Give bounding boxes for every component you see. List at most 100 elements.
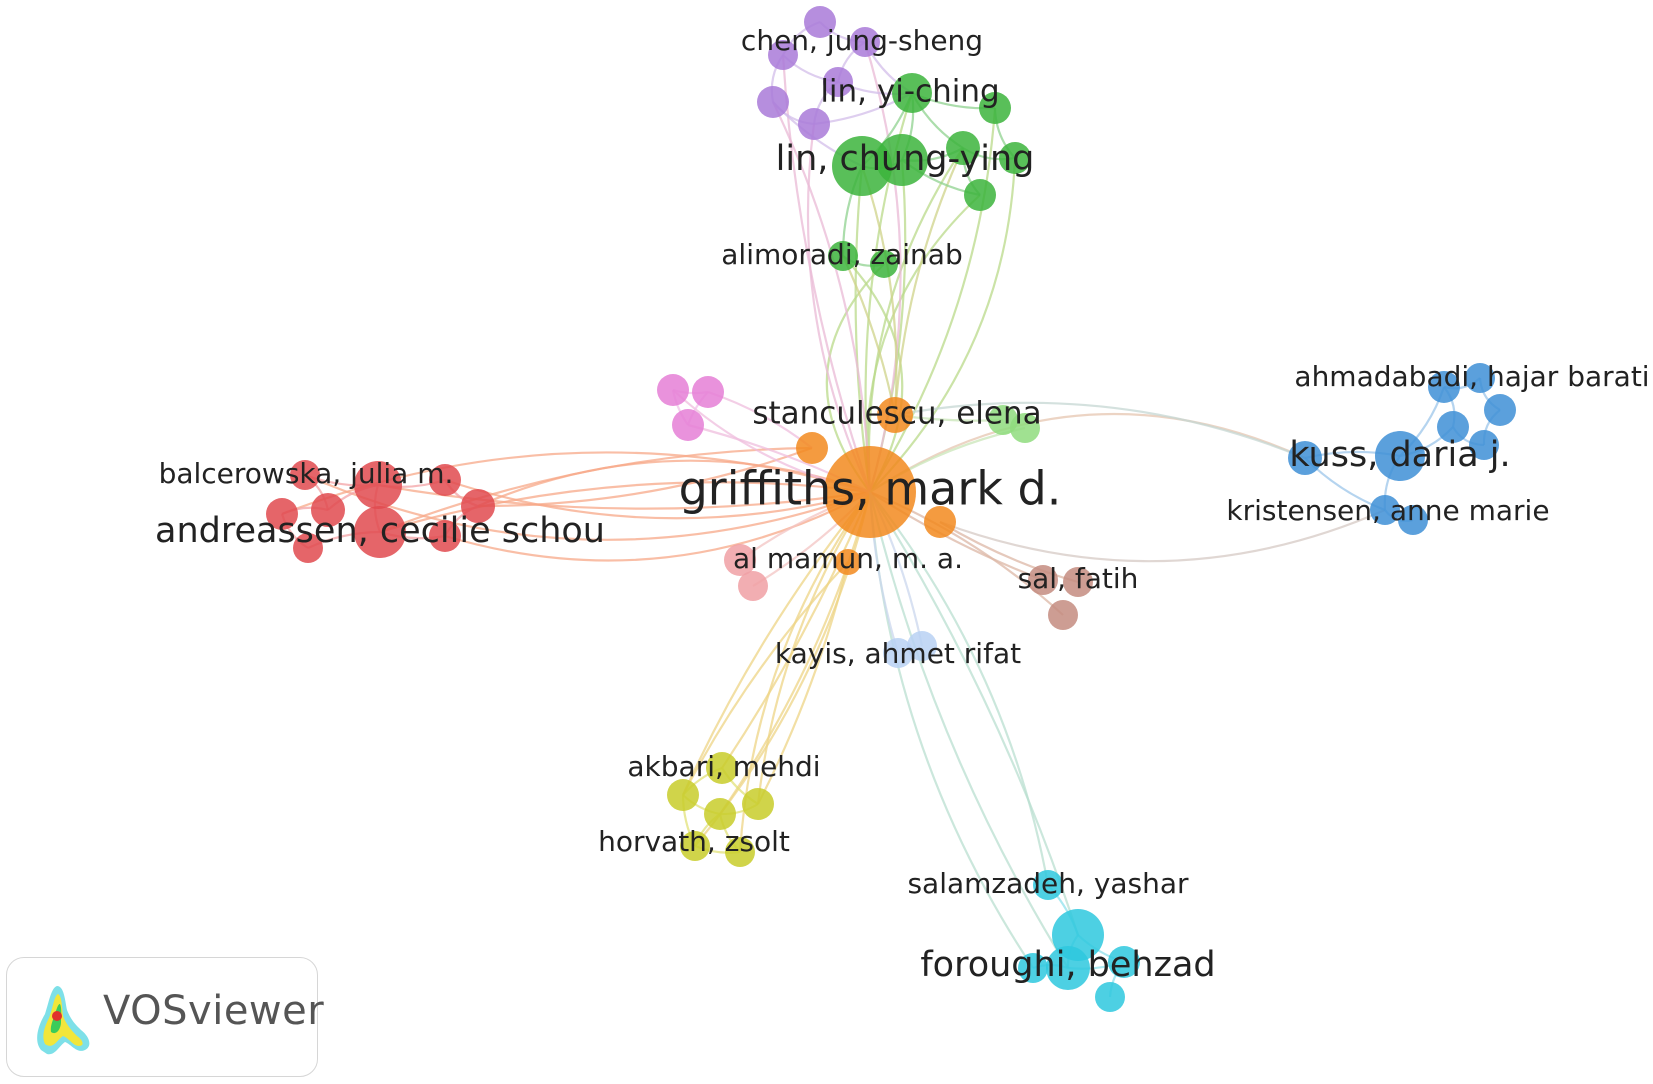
- edge-line: [869, 107, 997, 493]
- edge-line: [379, 481, 871, 534]
- node-purple-p1[interactable]: [804, 6, 836, 38]
- node-yellow-y3[interactable]: [704, 798, 736, 830]
- node-purple-p3[interactable]: [768, 40, 798, 70]
- author-label-foroughi[interactable]: foroughi, behzad: [920, 945, 1215, 985]
- node-red-r9[interactable]: [290, 460, 320, 490]
- node-red-r4[interactable]: [429, 464, 461, 496]
- node-yellow-y2[interactable]: [667, 779, 699, 811]
- node-cyan-c4[interactable]: [1108, 946, 1140, 978]
- node-pink-k1[interactable]: [657, 374, 689, 406]
- vosviewer-brand-box: VOSviewer: [6, 957, 324, 1077]
- author-label-lin-yi-ching[interactable]: lin, yi-ching: [820, 74, 999, 110]
- edge-line: [893, 147, 965, 416]
- node-green-g1[interactable]: [832, 136, 892, 196]
- edges: [280, 20, 1501, 998]
- node-blue-bl4[interactable]: [1465, 363, 1495, 393]
- node-red-r7[interactable]: [266, 498, 298, 530]
- author-label-sal[interactable]: sal, fatih: [1018, 562, 1139, 595]
- node-blue-bl9[interactable]: [1398, 505, 1428, 535]
- edge-line: [939, 508, 1386, 563]
- author-label-andreassen[interactable]: andreassen, cecilie schou: [155, 511, 605, 551]
- node-green-g4[interactable]: [979, 92, 1011, 124]
- node-pink-k3[interactable]: [672, 409, 704, 441]
- author-label-kristensen[interactable]: kristensen, anne marie: [1226, 494, 1549, 527]
- node-yellow-y4[interactable]: [742, 788, 774, 820]
- node-green-g3[interactable]: [892, 73, 932, 113]
- edge-line: [477, 446, 813, 508]
- edge-line: [867, 147, 964, 493]
- node-blue-bl3[interactable]: [1428, 371, 1460, 403]
- node-blue-bl2[interactable]: [1288, 441, 1322, 475]
- node-cyan-c5[interactable]: [1018, 953, 1048, 983]
- author-label-balcerowska[interactable]: balcerowska, julia m.: [159, 457, 454, 490]
- edge-line: [757, 561, 850, 805]
- node-blue-bl6[interactable]: [1437, 411, 1469, 443]
- node-brown-b2[interactable]: [1063, 567, 1093, 597]
- node-purple-p4[interactable]: [823, 67, 853, 97]
- author-label-al-mamun[interactable]: al mamun, m. a.: [733, 542, 963, 575]
- node-red-r3[interactable]: [311, 493, 345, 527]
- edge-line: [869, 157, 1017, 493]
- node-blue-bl5[interactable]: [1484, 394, 1516, 426]
- node-blue-bl1[interactable]: [1375, 431, 1425, 481]
- node-red-r2[interactable]: [354, 506, 406, 558]
- author-label-kuss[interactable]: kuss, daria j.: [1289, 435, 1510, 475]
- node-red-r6[interactable]: [429, 520, 461, 552]
- node-green-g9[interactable]: [870, 250, 898, 278]
- node-cyan-c6[interactable]: [1095, 982, 1125, 1012]
- edge-line: [863, 41, 902, 493]
- node-red-r5[interactable]: [461, 489, 495, 523]
- node-salmon-s2[interactable]: [738, 571, 768, 601]
- author-label-horvath[interactable]: horvath, zsolt: [598, 825, 790, 858]
- node-yellow-y5[interactable]: [680, 831, 710, 861]
- node-salmon-s1[interactable]: [724, 544, 756, 576]
- author-label-akbari[interactable]: akbari, mehdi: [627, 750, 820, 783]
- node-green-g6[interactable]: [999, 142, 1031, 174]
- author-label-salamzadeh[interactable]: salamzadeh, yashar: [907, 867, 1189, 900]
- node-purple-p6[interactable]: [798, 108, 830, 140]
- node-brown-b3[interactable]: [1048, 600, 1078, 630]
- author-label-griffiths[interactable]: griffiths, mark d.: [679, 462, 1062, 516]
- node-cyan-c3[interactable]: [1033, 870, 1063, 900]
- edge-line: [721, 491, 872, 769]
- node-orange-o2[interactable]: [877, 397, 913, 433]
- node-blue-bl8[interactable]: [1370, 495, 1400, 525]
- node-orange-o4[interactable]: [835, 549, 861, 575]
- edge-line: [869, 491, 1050, 886]
- node-purple-p5[interactable]: [757, 86, 789, 118]
- node-cyan-c2[interactable]: [1046, 946, 1090, 990]
- author-label-kayis[interactable]: kayis, ahmet rifat: [775, 637, 1021, 670]
- node-purple-p2[interactable]: [850, 27, 880, 57]
- edge-line: [860, 165, 898, 416]
- node-blue-bl7[interactable]: [1469, 430, 1499, 460]
- node-brown-b1[interactable]: [1028, 565, 1058, 595]
- node-lightblue-lb1[interactable]: [883, 638, 913, 668]
- node-orange-griffiths[interactable]: [824, 446, 916, 538]
- node-red-r1[interactable]: [354, 461, 402, 509]
- edge-line: [681, 491, 871, 796]
- author-label-ahmadabadi[interactable]: ahmadabadi, hajar barati: [1294, 360, 1649, 393]
- node-green-g8[interactable]: [828, 241, 858, 271]
- edge-line: [842, 255, 897, 416]
- node-pink-k2[interactable]: [692, 376, 724, 408]
- node-green-g7[interactable]: [964, 179, 996, 211]
- node-lightgreen-lg2[interactable]: [1010, 413, 1040, 443]
- author-label-lin-chung-ying[interactable]: lin, chung-ying: [776, 139, 1035, 179]
- node-lightblue-lb2[interactable]: [907, 631, 937, 661]
- node-yellow-y6[interactable]: [725, 837, 755, 867]
- edge-line: [682, 561, 849, 796]
- edge-line: [444, 491, 871, 562]
- author-label-alimoradi[interactable]: alimoradi, zainab: [721, 238, 962, 271]
- nodes: [266, 6, 1516, 1012]
- node-green-g5[interactable]: [946, 131, 980, 165]
- edge-line: [868, 491, 1069, 969]
- node-orange-o3[interactable]: [924, 506, 956, 538]
- author-label-chen-jung-sheng[interactable]: chen, jung-sheng: [741, 24, 983, 57]
- vosviewer-logo-icon: [37, 986, 90, 1055]
- author-label-stanculescu[interactable]: stanculescu, elena: [752, 396, 1041, 432]
- node-orange-o1[interactable]: [796, 432, 828, 464]
- node-red-r8[interactable]: [293, 533, 323, 563]
- node-green-g2[interactable]: [876, 134, 928, 186]
- node-yellow-y1[interactable]: [706, 752, 738, 784]
